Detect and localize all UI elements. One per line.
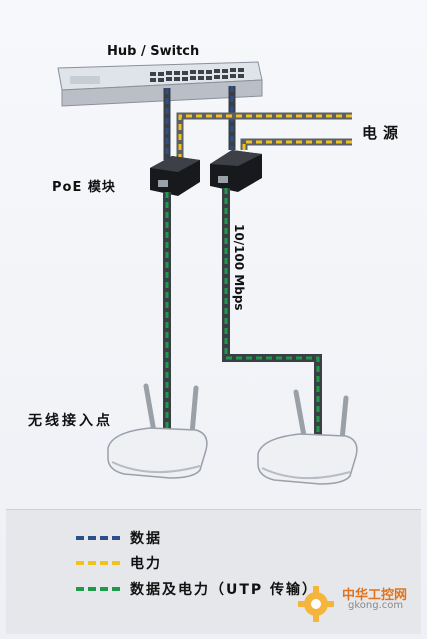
legend-power-text: 电力 — [130, 556, 162, 572]
poe-module-left — [150, 156, 200, 196]
gear-icon — [298, 586, 334, 622]
legend-item-power: 电力 — [76, 553, 162, 573]
legend-data-text: 数据 — [130, 531, 162, 547]
legend-power-line — [76, 561, 120, 565]
legend-item-utp: 数据及电力（UTP 传输） — [76, 579, 318, 599]
access-point-label: 无线接入点 — [28, 413, 113, 429]
watermark-url: gkong.com — [348, 600, 404, 611]
watermark-logo: 中华工控网 gkong.com — [294, 580, 424, 630]
legend: 数据 电力 数据及电力（UTP 传输） — [6, 509, 421, 634]
access-point-right — [257, 389, 358, 485]
utp-cables — [163, 188, 322, 440]
watermark-title: 中华工控网 — [342, 588, 408, 603]
power-source-label: 电源 — [362, 124, 405, 142]
access-point-left — [107, 383, 208, 479]
legend-utp-line — [76, 587, 120, 591]
poe-module-label: PoE 模块 — [52, 180, 116, 195]
legend-item-data: 数据 — [76, 528, 162, 548]
hub-switch-label: Hub / Switch — [107, 44, 200, 59]
legend-data-line — [76, 536, 120, 540]
power-cables — [176, 112, 352, 160]
hub-switch-device — [57, 61, 263, 107]
legend-utp-text: 数据及电力（UTP 传输） — [130, 582, 319, 598]
speed-label: 10/100 Mbps — [232, 224, 246, 311]
poe-module-right — [210, 150, 262, 192]
